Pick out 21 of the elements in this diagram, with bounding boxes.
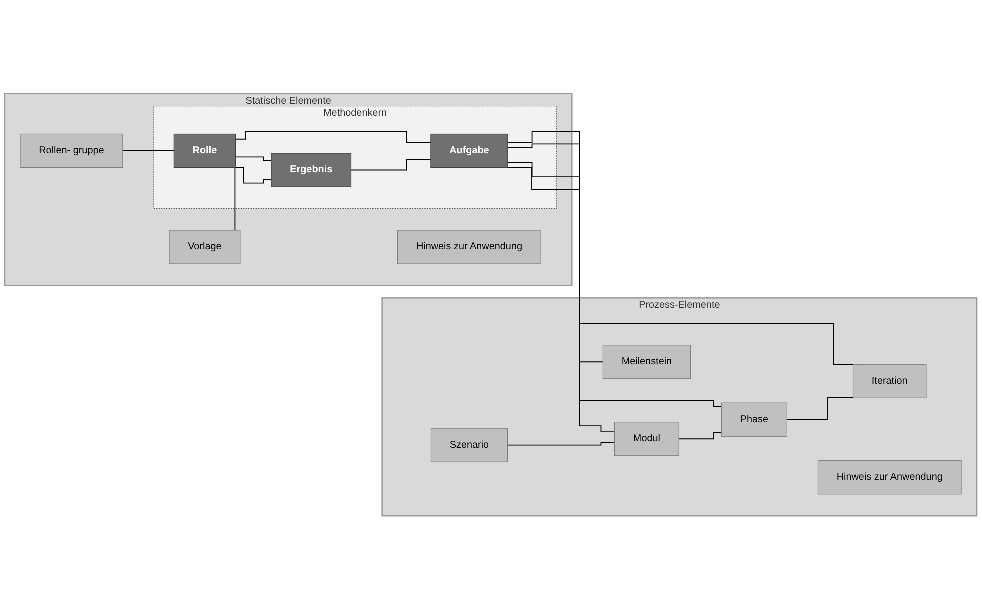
connector — [508, 144, 604, 363]
node-box: Phase — [721, 402, 788, 437]
node-box: Iteration — [852, 364, 927, 398]
connector — [507, 442, 616, 446]
connector — [508, 162, 722, 408]
node-box: Rolle — [174, 134, 236, 168]
node-box: Aufgabe — [430, 134, 508, 168]
connector — [786, 397, 854, 420]
node-box: Meilenstein — [602, 345, 692, 380]
node-box: Hinweis zur Anwendung — [398, 230, 542, 264]
node-box: Hinweis zur Anwendung — [818, 460, 962, 495]
node-box: Rollen- gruppe — [20, 134, 124, 168]
connector — [122, 150, 175, 152]
connector — [350, 159, 432, 171]
connector — [506, 167, 616, 432]
node-box: Vorlage — [169, 230, 241, 264]
connector — [235, 131, 432, 143]
connector — [678, 432, 722, 440]
node-box: Szenario — [430, 428, 508, 462]
node-box: Modul — [614, 422, 680, 456]
node-box: Ergebnis — [271, 153, 352, 188]
